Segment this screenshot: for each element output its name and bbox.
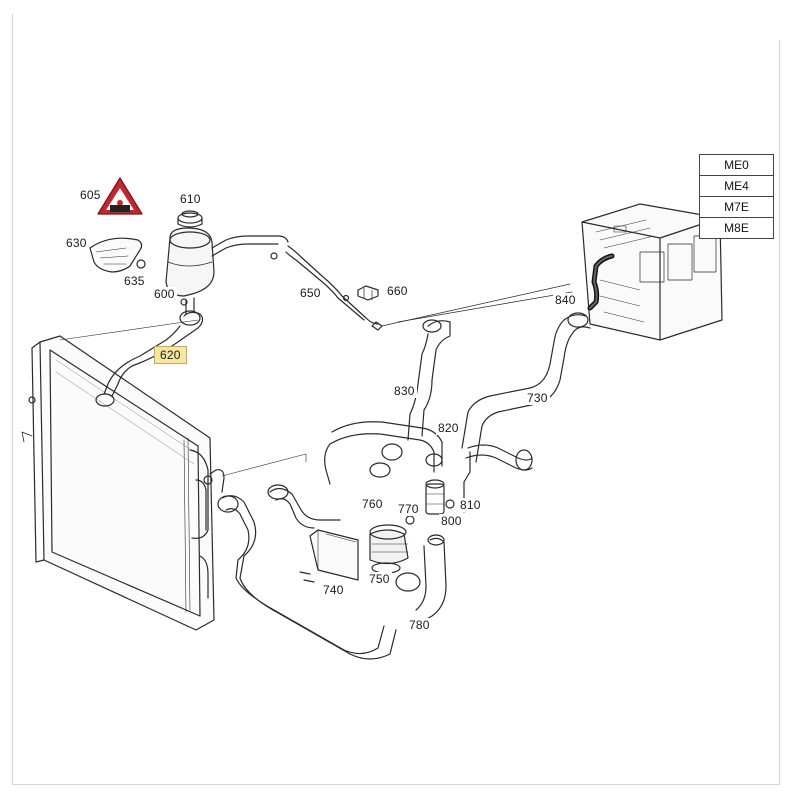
leader-650 (381, 283, 571, 327)
expansion-tank[interactable] (165, 227, 289, 315)
callout-620[interactable]: 620 (154, 346, 187, 364)
callout-830[interactable]: 830 (392, 384, 417, 398)
frame-bottom-border (12, 784, 780, 785)
hose-840[interactable] (587, 253, 615, 311)
leader-lines (221, 453, 307, 477)
variant-row: M8E (699, 217, 774, 239)
retainer-630[interactable] (89, 237, 146, 273)
vent-line-650[interactable] (270, 245, 383, 331)
power-electronics-module[interactable] (581, 203, 723, 341)
hose-820[interactable] (463, 444, 533, 513)
coolant-pump-750[interactable] (369, 524, 409, 574)
callout-660[interactable]: 660 (385, 284, 410, 298)
callout-820[interactable]: 820 (436, 421, 461, 435)
clamp-600[interactable] (180, 298, 188, 306)
tank-cap-610[interactable] (177, 210, 203, 228)
clip-660[interactable] (357, 285, 379, 301)
callout-605[interactable]: 605 (78, 188, 103, 202)
variant-cell-me4[interactable]: ME4 (699, 175, 774, 197)
callout-635[interactable]: 635 (122, 274, 147, 288)
callout-800[interactable]: 800 (439, 514, 464, 528)
callout-600[interactable]: 600 (152, 287, 177, 301)
leader-660 (397, 291, 573, 323)
callout-780[interactable]: 780 (407, 618, 432, 632)
variant-row: ME4 (699, 175, 774, 197)
hose-740-780[interactable] (217, 495, 397, 660)
hose-730[interactable] (461, 312, 591, 463)
leader-620 (59, 319, 199, 341)
callout-610[interactable]: 610 (178, 192, 203, 206)
hose-center-manifold[interactable] (324, 421, 443, 485)
callout-760[interactable]: 760 (360, 497, 385, 511)
callout-730[interactable]: 730 (525, 391, 550, 405)
frame-left-border (12, 14, 13, 784)
hose-780-upper[interactable] (395, 534, 447, 625)
bolt-770[interactable] (405, 515, 415, 525)
bracket-740[interactable] (299, 529, 359, 583)
callout-840[interactable]: 840 (553, 293, 578, 307)
valve-800[interactable] (425, 479, 445, 515)
radiator[interactable] (21, 335, 225, 631)
variant-code-table: ME0 ME4 M7E M8E (699, 154, 774, 239)
hose-620[interactable] (95, 310, 204, 407)
variant-row: ME0 (699, 154, 774, 176)
variant-cell-me0[interactable]: ME0 (699, 154, 774, 176)
frame-right-border (779, 40, 780, 784)
variant-cell-m7e[interactable]: M7E (699, 196, 774, 218)
callout-810[interactable]: 810 (458, 498, 483, 512)
hot-coolant-warning-icon (97, 177, 143, 215)
variant-row: M7E (699, 196, 774, 218)
callout-630[interactable]: 630 (64, 236, 89, 250)
callout-750[interactable]: 750 (367, 572, 392, 586)
variant-cell-m8e[interactable]: M8E (699, 217, 774, 239)
callout-650[interactable]: 650 (298, 286, 323, 300)
hose-side-loop[interactable] (267, 484, 341, 529)
hose-830[interactable] (407, 319, 451, 441)
callout-740[interactable]: 740 (321, 583, 346, 597)
callout-770[interactable]: 770 (396, 502, 421, 516)
seal-810[interactable] (445, 499, 455, 509)
